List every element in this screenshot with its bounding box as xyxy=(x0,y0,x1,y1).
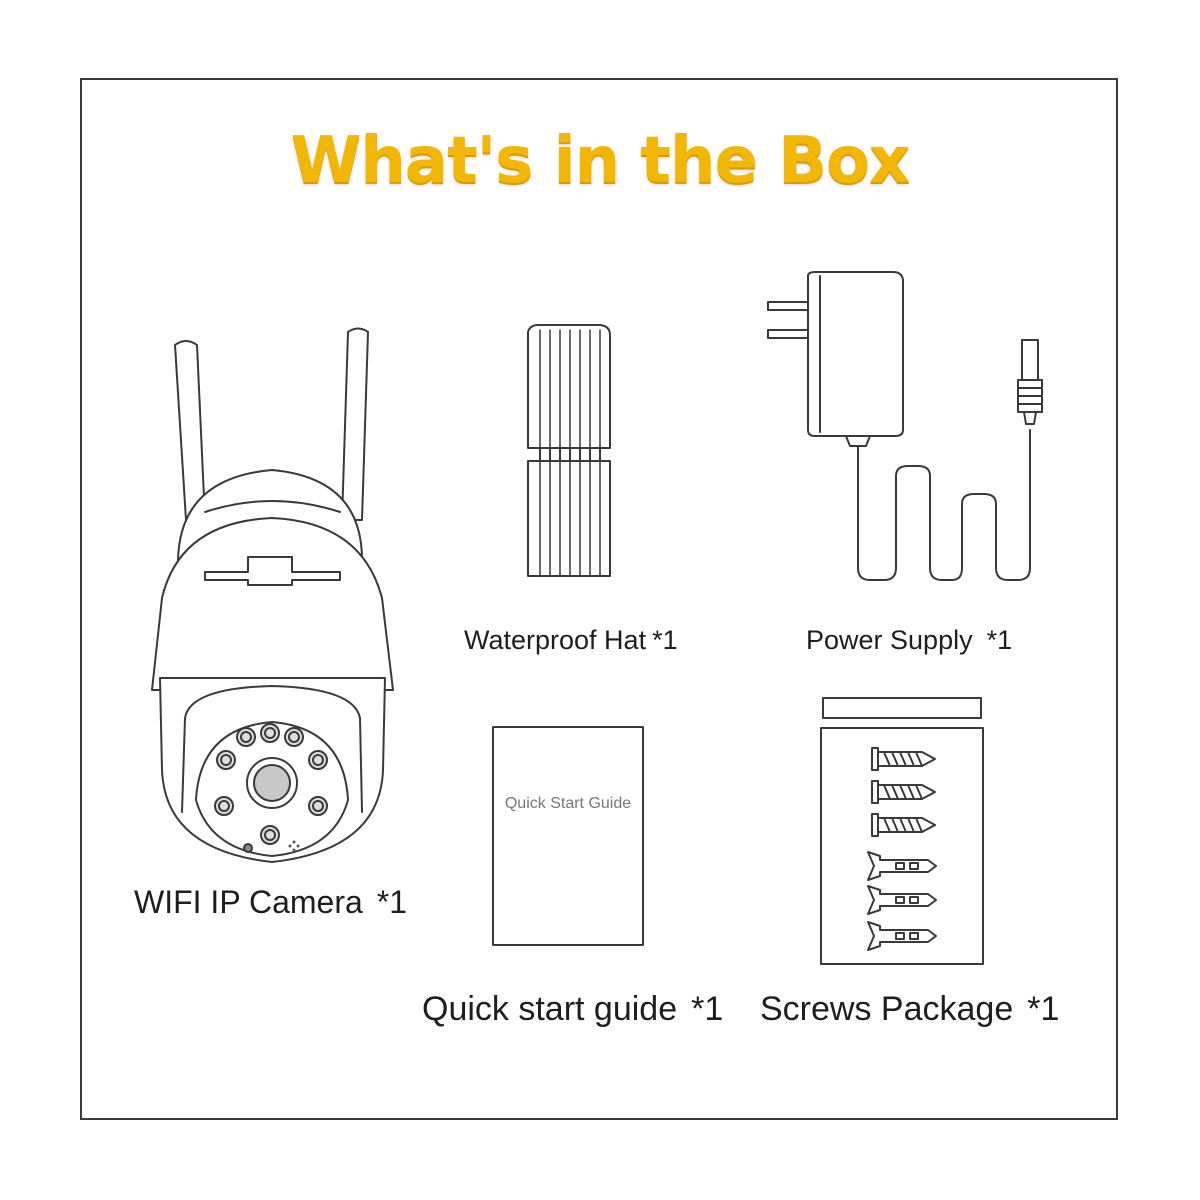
page-title: What's in the Box xyxy=(290,124,911,198)
hat-qty: *1 xyxy=(652,625,678,655)
guide-name: Quick start guide xyxy=(422,990,678,1028)
camera-label: WIFI IP Camera *1 xyxy=(134,884,407,921)
guide-label: Quick start guide *1 xyxy=(422,990,723,1029)
camera-qty: *1 xyxy=(376,884,408,920)
power-name: Power Supply xyxy=(806,625,973,655)
screws-label: Screws Package *1 xyxy=(760,990,1059,1029)
power-qty: *1 xyxy=(986,625,1013,655)
screws-name: Screws Package xyxy=(760,990,1014,1028)
camera-name: WIFI IP Camera xyxy=(134,884,363,920)
guide-qty: *1 xyxy=(691,990,724,1028)
hat-label: Waterproof Hat*1 xyxy=(464,625,678,656)
screw-bag-icon xyxy=(820,697,984,965)
hat-name: Waterproof Hat xyxy=(464,625,647,655)
content-frame xyxy=(80,78,1118,1120)
booklet-cover-text: Quick Start Guide xyxy=(504,795,632,812)
ptz-camera-icon xyxy=(151,327,394,863)
waterproof-hat-icon xyxy=(527,324,611,577)
screws-qty: *1 xyxy=(1027,990,1060,1028)
power-adapter-icon xyxy=(767,271,1043,581)
power-label: Power Supply *1 xyxy=(806,625,1012,656)
booklet-icon xyxy=(492,726,644,946)
